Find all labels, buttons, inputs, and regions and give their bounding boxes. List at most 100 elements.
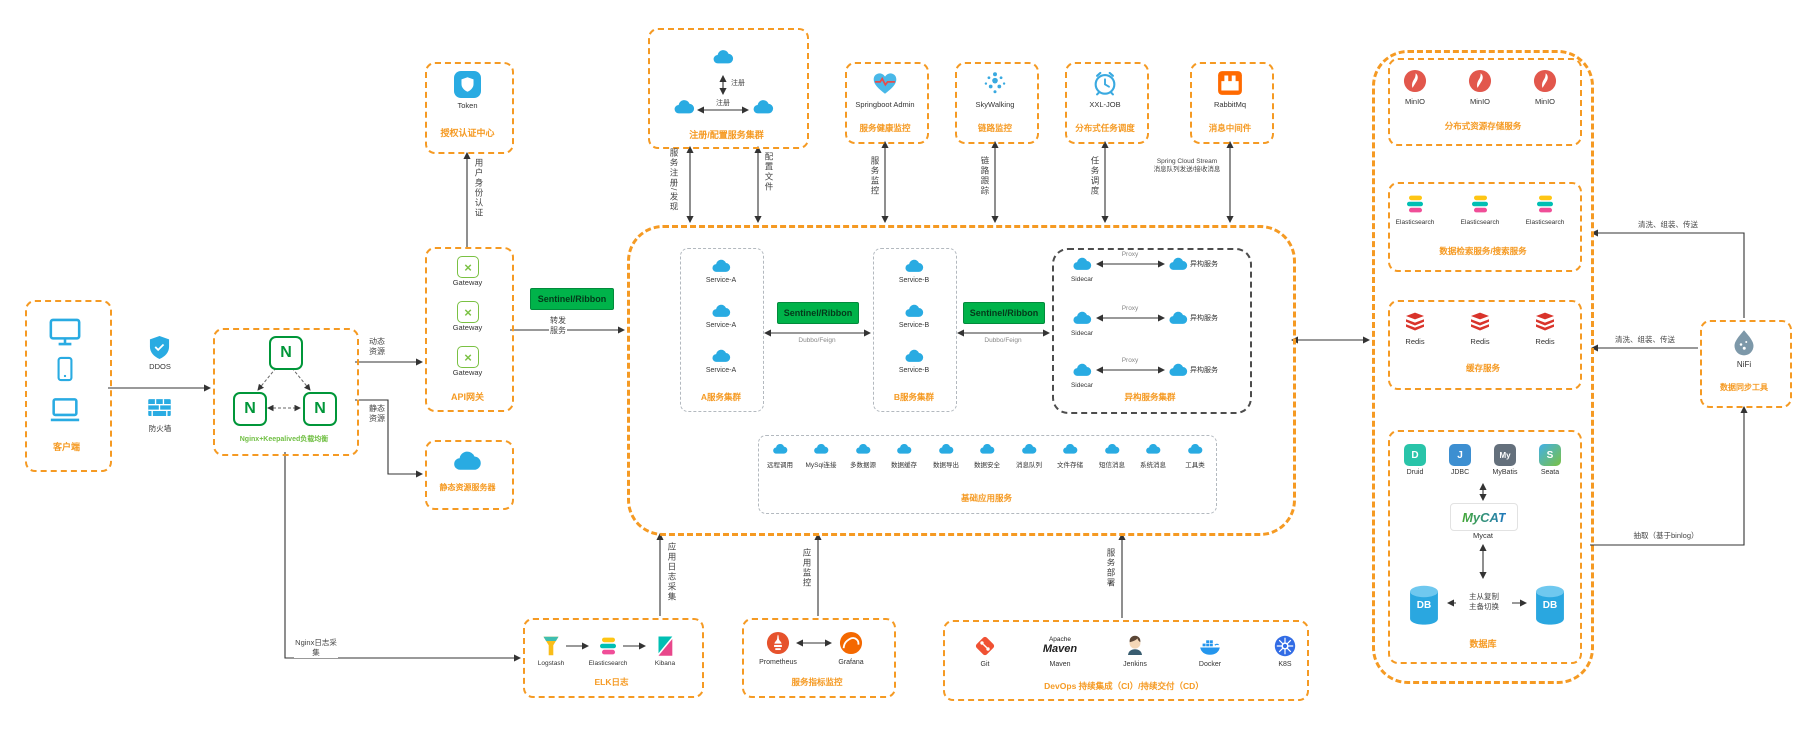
etl-edge-label: 清洗、组装、传送: [1628, 220, 1708, 230]
shield-icon: [459, 76, 476, 93]
base-service-item: 短信消息: [1094, 441, 1130, 469]
proxy-edge-label: Proxy: [1112, 251, 1148, 260]
auth-center-box: [425, 62, 514, 154]
mycat-label: Mycat: [1472, 531, 1493, 540]
hetero-service-icon: [1168, 254, 1188, 274]
git-icon: [973, 634, 997, 658]
cluster-a-label: A服务集群: [700, 392, 742, 402]
redis-icon: [1533, 310, 1557, 334]
log-collect-edge-label: 应用日志采集: [667, 542, 677, 602]
hetero-cluster-label: 异构服务集群: [1124, 392, 1176, 402]
base-service-item: 数据导出: [928, 441, 964, 469]
nifi-box: [1700, 320, 1792, 408]
mycat-logo: MyCAT: [1450, 503, 1518, 531]
docker-label: Docker: [1198, 661, 1222, 668]
service-b-label: Service-B: [898, 322, 930, 329]
redis-label: Redis: [1535, 337, 1555, 346]
cluster-b-label: B服务集群: [893, 392, 935, 402]
client-label: 客户端: [52, 442, 80, 452]
nifi-drop-icon: [1729, 328, 1759, 358]
register-edge-label: 注册: [728, 79, 748, 89]
jenkins-label: Jenkins: [1123, 661, 1147, 668]
metrics-label: 服务指标监控: [791, 677, 843, 687]
search-box: [1388, 182, 1582, 272]
service-b-icon: [904, 256, 924, 276]
elk-box: [523, 618, 704, 698]
data-layer-box: [1372, 50, 1594, 684]
gateway-icon: ×: [457, 301, 479, 323]
schedule-edge-label: 任务调度: [1090, 156, 1100, 196]
metrics-box: [742, 618, 896, 698]
nginx-icon: N: [269, 336, 303, 370]
storage-box: [1388, 58, 1582, 146]
minio-label: MinIO: [1404, 97, 1425, 106]
arrow-nginx-to-static: [355, 399, 424, 478]
redis-icon: [1403, 310, 1427, 334]
database-box: [1388, 430, 1582, 664]
elasticsearch-label: Elasticsearch: [588, 660, 628, 667]
binlog-edge-label: 抽取（基于binlog）: [1614, 531, 1718, 541]
devops-label: DevOps 持续集成（CI）/持续交付（CD）: [1044, 681, 1204, 691]
cluster-b-box: [873, 248, 957, 412]
service-a-label: Service-A: [705, 322, 737, 329]
cloud-icon: [938, 441, 954, 457]
redis-icon: [1468, 310, 1492, 334]
docker-icon: [1198, 634, 1222, 658]
api-gateway-label: API网关: [450, 392, 484, 402]
trace-edge-label: 链路跟踪: [980, 156, 990, 196]
prometheus-label: Prometheus: [759, 659, 797, 666]
cloud-icon: [813, 441, 829, 457]
xxljob-box: [1065, 62, 1149, 144]
prometheus-icon: [765, 630, 791, 656]
jdbc-icon: J: [1449, 444, 1471, 466]
alarm-clock-icon: [1091, 69, 1119, 97]
config-edge-label: 配置文件: [764, 152, 774, 192]
proxy-edge-label: Proxy: [1112, 357, 1148, 366]
skywalking-name: SkyWalking: [975, 100, 1015, 109]
nifi-name: NiFi: [1736, 360, 1752, 369]
sentinel-ribbon-badge: Sentinel/Ribbon: [777, 302, 859, 324]
desktop-icon: [48, 315, 82, 349]
jenkins-icon: [1123, 634, 1147, 658]
hetero-service-label: 异构服务: [1190, 261, 1218, 268]
logstash-icon: [539, 634, 563, 658]
search-label: 数据检索服务/搜索服务: [1439, 246, 1527, 256]
service-b-icon: [904, 301, 924, 321]
firewall-label: 防火墙: [148, 424, 172, 433]
hetero-service-label: 异构服务: [1190, 315, 1218, 322]
gateway-icon: ×: [457, 346, 479, 368]
sentinel-ribbon-badge: Sentinel/Ribbon: [963, 302, 1045, 324]
services-box: [627, 225, 1296, 536]
minio-label: MinIO: [1534, 97, 1555, 106]
cloud-icon: [896, 441, 912, 457]
cache-label: 缓存服务: [1465, 363, 1500, 373]
base-service-item: 多数据源: [845, 441, 881, 469]
registry-node-icon: [712, 46, 734, 68]
service-a-label: Service-A: [705, 367, 737, 374]
db-replica: DB: [1532, 583, 1568, 627]
service-a-icon: [711, 256, 731, 276]
database-label: 数据库: [1469, 639, 1497, 649]
registry-label: 注册/配置服务集群: [689, 130, 764, 140]
registry-box: [648, 28, 809, 149]
nifi-label: 数据同步工具: [1720, 383, 1768, 392]
gateway-item-label: Gateway: [452, 323, 483, 332]
base-services-box: [758, 435, 1217, 514]
db-primary: DB: [1406, 583, 1442, 627]
driver-label: JDBC: [1450, 469, 1470, 476]
sidecar-icon: [1072, 308, 1092, 328]
service-a-icon: [711, 301, 731, 321]
maven-logo: Apache Maven: [1042, 635, 1078, 655]
minio-icon: [1402, 68, 1428, 94]
cloud-icon: [1062, 441, 1078, 457]
ddos-label: DDOS: [149, 362, 171, 371]
cloud-icon: [1187, 441, 1203, 457]
sentinel-ribbon-badge: Sentinel/Ribbon: [530, 288, 614, 310]
minio-label: MinIO: [1469, 97, 1490, 106]
xxljob-name: XXL-JOB: [1089, 100, 1121, 109]
cloud-icon: [1104, 441, 1120, 457]
nginx-box: [213, 328, 359, 456]
cloud-icon: [855, 441, 871, 457]
service-a-label: Service-A: [705, 277, 737, 284]
monitor-edge-label: 服务监控: [870, 156, 880, 196]
